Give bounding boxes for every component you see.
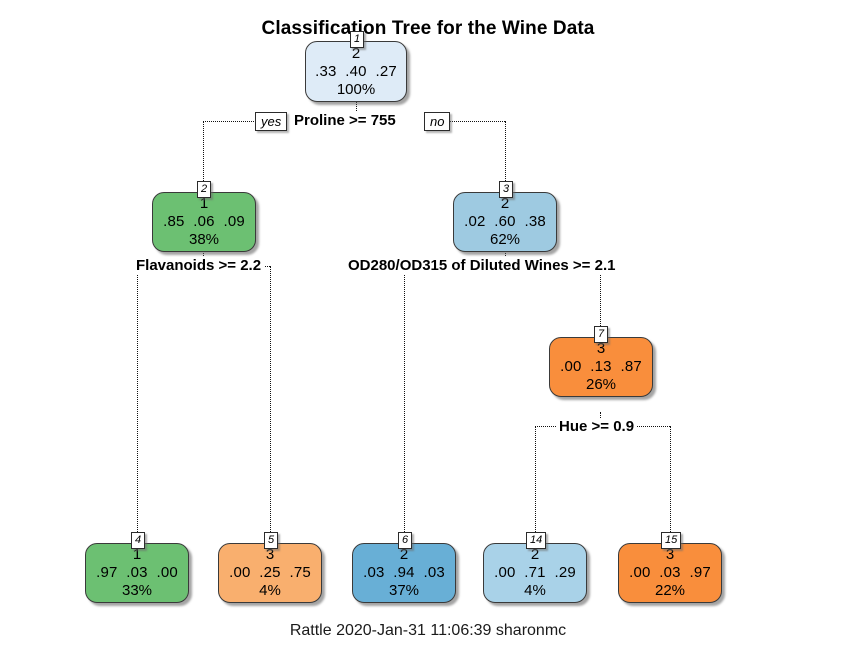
tree-node-14[interactable]: 2 .00 .71 .29 4%	[483, 543, 587, 603]
node-badge-2: 2	[197, 181, 212, 198]
node-6-probs: .03 .94 .03	[363, 564, 445, 581]
branch-label-no-root: no	[424, 112, 451, 131]
node-14-class: 2	[530, 546, 540, 563]
connector-to-node-7	[600, 266, 601, 326]
split-label-node-3: OD280/OD315 of Diluted Wines >= 2.1	[345, 257, 619, 274]
tree-node-2[interactable]: 1 .85 .06 .09 38%	[152, 192, 256, 252]
node-5-probs: .00 .25 .75	[229, 564, 311, 581]
node-1-percent: 100%	[336, 80, 376, 98]
split-label-node-1: Proline >= 755	[291, 112, 399, 129]
split-label-node-2: Flavanoids >= 2.2	[133, 257, 265, 274]
node-2-class: 1	[199, 195, 209, 212]
node-15-class: 3	[665, 546, 675, 563]
node-badge-1: 1	[350, 31, 365, 48]
connector-to-node-2	[203, 121, 204, 181]
tree-node-5[interactable]: 3 .00 .25 .75 4%	[218, 543, 322, 603]
tree-node-3[interactable]: 2 .02 .60 .38 62%	[453, 192, 557, 252]
connector-to-node-4	[137, 266, 138, 532]
tree-node-1[interactable]: 2 .33 .40 .27 100%	[305, 41, 407, 102]
node-badge-3: 3	[499, 181, 514, 198]
node-1-class: 2	[351, 44, 361, 62]
node-6-class: 2	[399, 546, 409, 563]
connector-to-node-6	[404, 266, 405, 532]
node-4-probs: .97 .03 .00	[96, 564, 178, 581]
connector-to-node-3	[505, 121, 506, 181]
connector-to-node-15	[670, 426, 671, 532]
node-14-probs: .00 .71 .29	[494, 564, 576, 581]
node-15-probs: .00 .03 .97	[629, 564, 711, 581]
plot-caption: Rattle 2020-Jan-31 11:06:39 sharonmc	[289, 622, 567, 639]
node-14-percent: 4%	[524, 582, 546, 599]
node-3-probs: .02 .60 .38	[464, 213, 546, 230]
connector-to-node-5	[270, 266, 271, 532]
node-badge-14: 14	[526, 532, 547, 549]
tree-node-6[interactable]: 2 .03 .94 .03 37%	[352, 543, 456, 603]
node-5-percent: 4%	[259, 582, 281, 599]
node-badge-7: 7	[594, 326, 609, 343]
tree-node-4[interactable]: 1 .97 .03 .00 33%	[85, 543, 189, 603]
tree-node-7[interactable]: 3 .00 .13 .87 26%	[549, 337, 653, 397]
node-7-class: 3	[596, 340, 606, 357]
node-2-probs: .85 .06 .09	[163, 213, 245, 230]
node-6-percent: 37%	[388, 582, 420, 599]
node-4-class: 1	[132, 546, 142, 563]
connector-root-down	[356, 102, 357, 121]
node-1-probs: .33 .40 .27	[315, 62, 397, 80]
node-badge-6: 6	[398, 532, 413, 549]
node-2-percent: 38%	[188, 231, 220, 248]
node-badge-5: 5	[264, 532, 279, 549]
split-label-node-7: Hue >= 0.9	[556, 418, 638, 435]
node-3-class: 2	[500, 195, 510, 212]
node-5-class: 3	[265, 546, 275, 563]
node-7-probs: .00 .13 .87	[560, 358, 642, 375]
tree-node-15[interactable]: 3 .00 .03 .97 22%	[618, 543, 722, 603]
connector-root-horizontal-right	[450, 121, 505, 122]
node-3-percent: 62%	[489, 231, 521, 248]
node-15-percent: 22%	[654, 582, 686, 599]
node-7-percent: 26%	[585, 376, 617, 393]
branch-label-yes-root: yes	[255, 112, 288, 131]
node-4-percent: 33%	[121, 582, 153, 599]
connector-root-horizontal-left	[203, 121, 258, 122]
connector-to-node-14	[535, 426, 536, 532]
node-badge-4: 4	[131, 532, 146, 549]
node-badge-15: 15	[661, 532, 682, 549]
chart-title: Classification Tree for the Wine Data	[261, 18, 595, 39]
